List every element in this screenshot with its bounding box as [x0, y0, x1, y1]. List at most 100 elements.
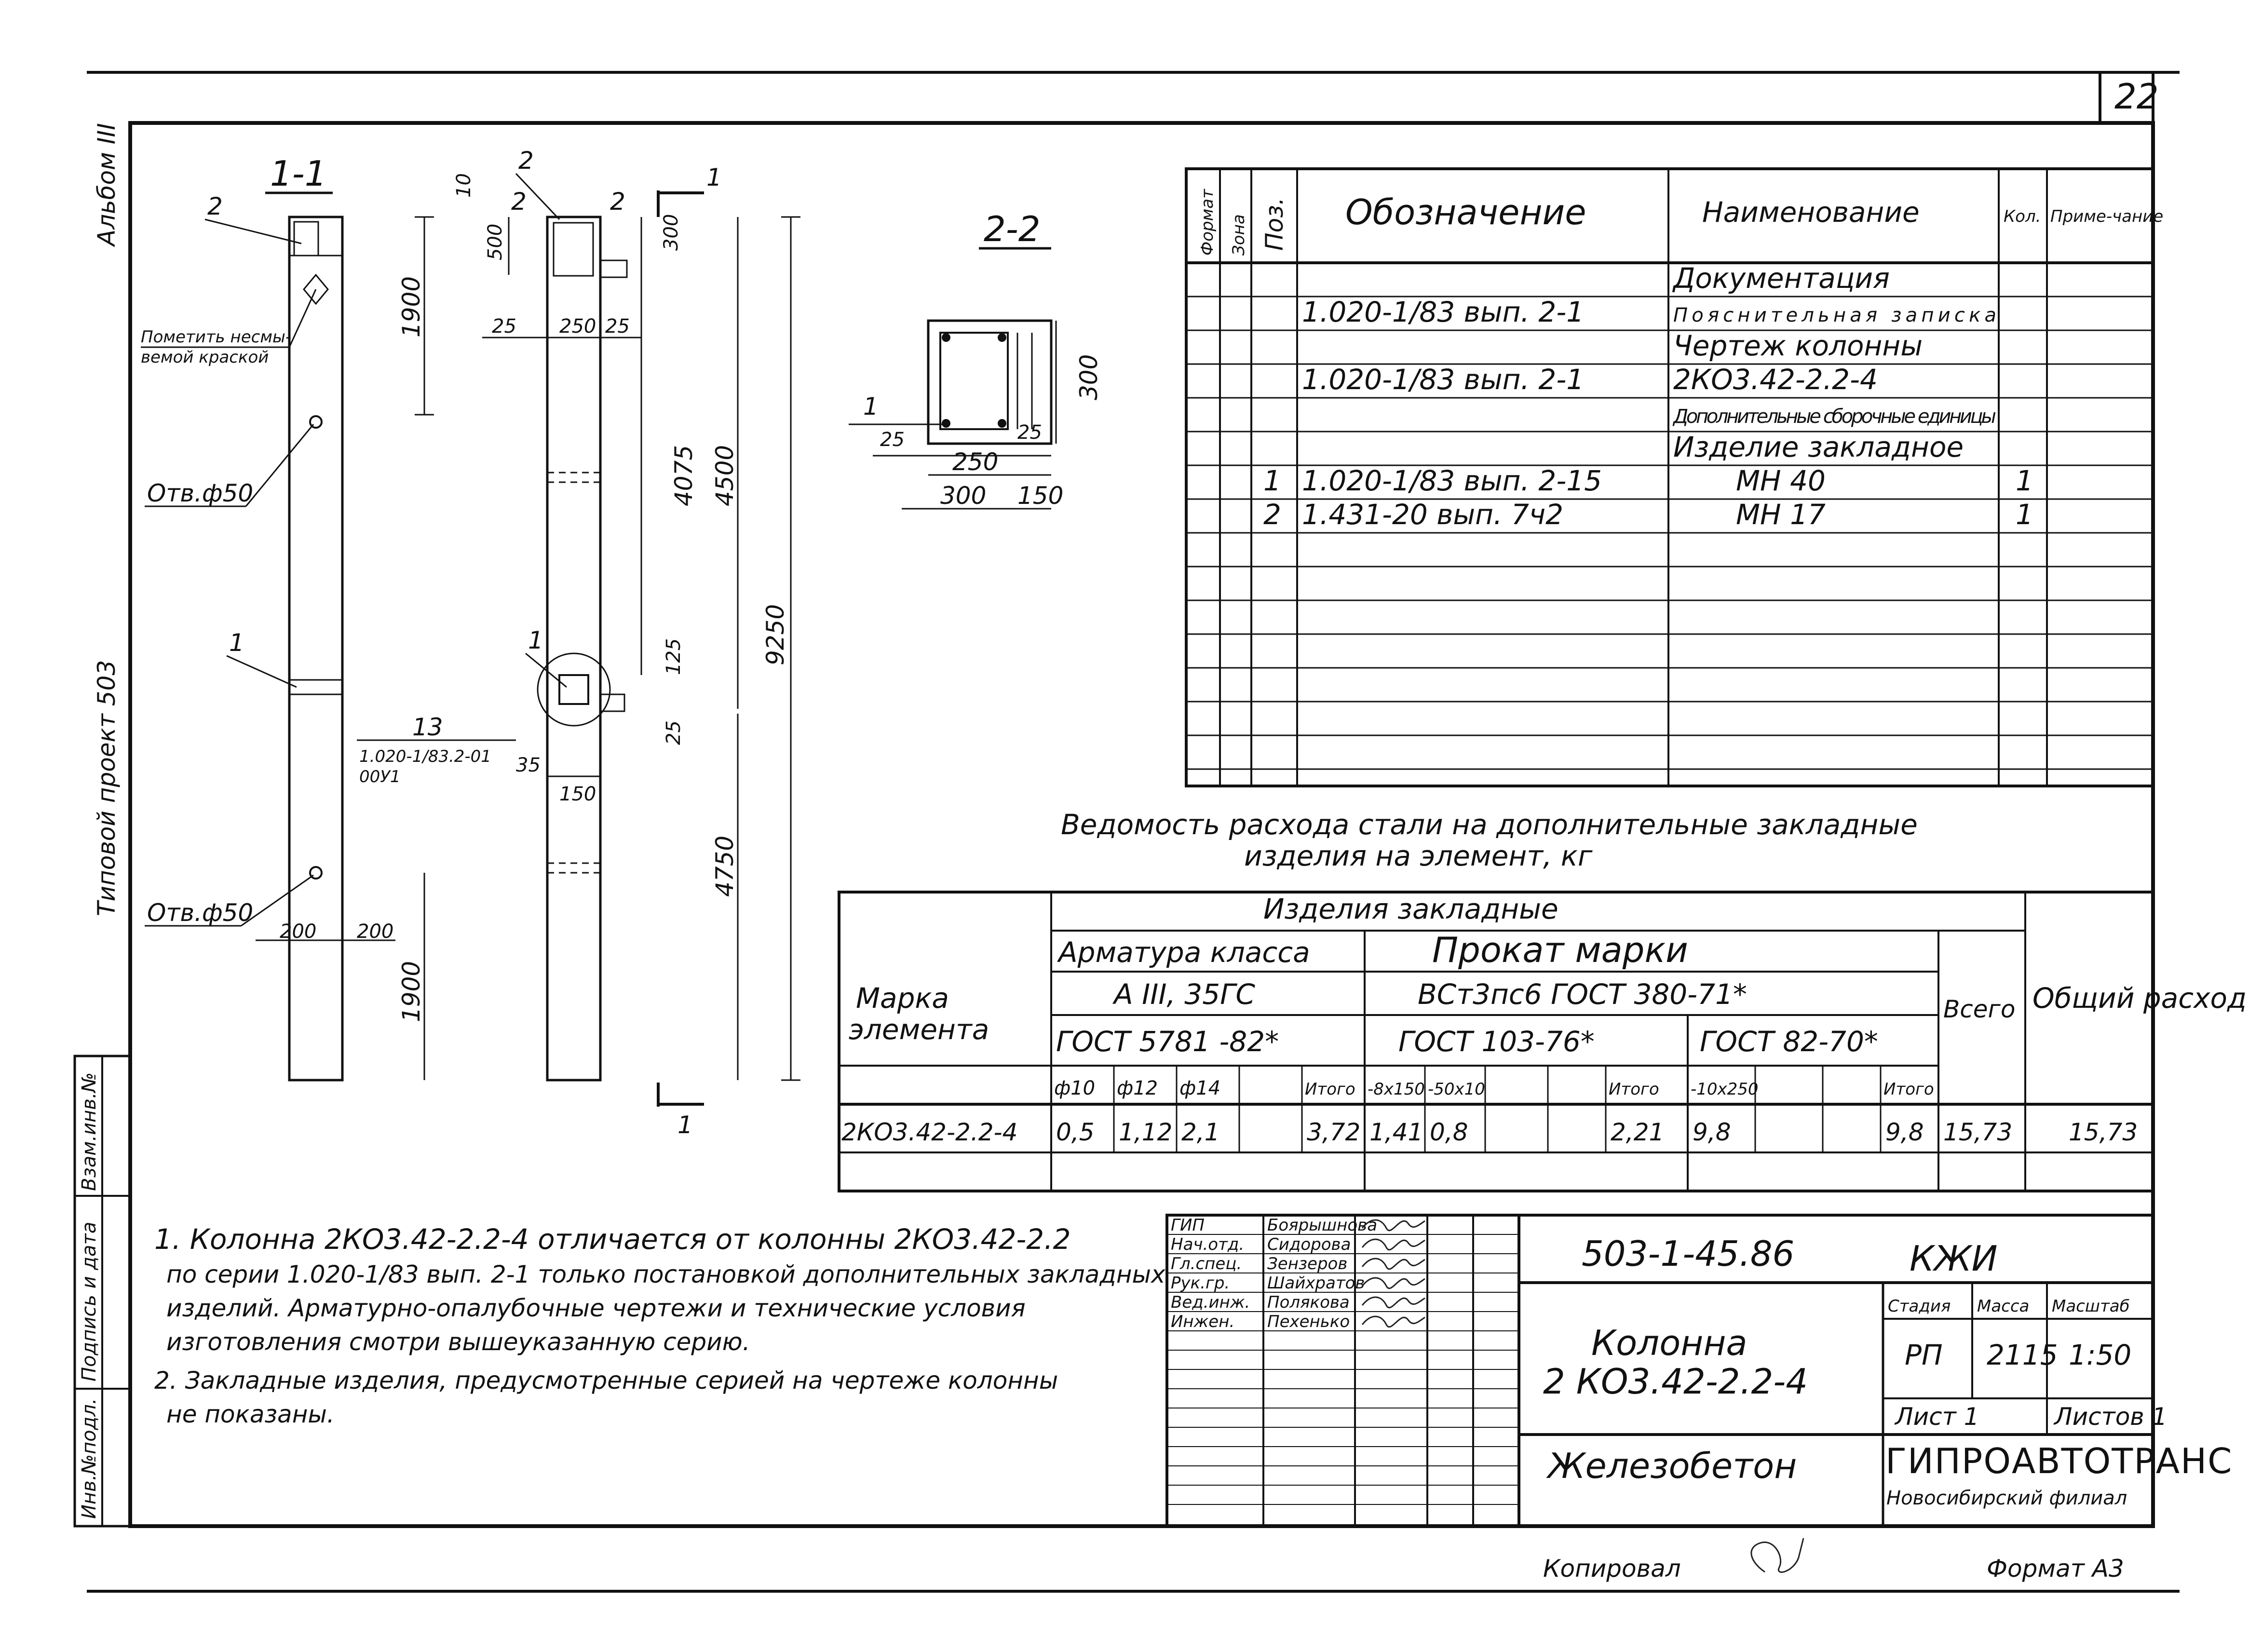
staff-name: Пехенько [1267, 1312, 1350, 1331]
callout-2-top: 2 [518, 147, 534, 175]
steel-row-value: 2,21 [1611, 1118, 1664, 1146]
note-line-5: 2. Закладные изделия, предусмотренные се… [154, 1367, 1058, 1395]
staff-row: Гл.спец.Зензеров [1171, 1254, 1425, 1273]
paint-note-line2: вемой краской [141, 348, 269, 367]
callout-2-left: 2 [207, 192, 223, 220]
note-line-4: изготовления смотри вышеуказанную серию. [166, 1328, 750, 1356]
staff-signature [1361, 1277, 1425, 1289]
steel-head-mark-1: Марка [856, 982, 949, 1015]
spec-row-designation: 1.020-1/83 вып. 2-1 [1302, 363, 1584, 396]
dim-1900-bottom: 1900 [397, 961, 425, 1022]
steel-row-value: 0,8 [1430, 1118, 1468, 1146]
staff-signature [1361, 1296, 1425, 1309]
steel-subcol-head: Итого [1883, 1080, 1934, 1099]
staff-signature [1361, 1315, 1425, 1328]
dim-25a: 25 [492, 315, 516, 338]
paint-note-line1: Пометить несмы- [141, 327, 291, 347]
s22-dim-150: 150 [1017, 482, 1063, 510]
side-stamp-inv: Инв.№подл. [78, 1398, 100, 1519]
cut-mark-bottom: 1 [677, 1111, 693, 1139]
dim-125: 125 [663, 638, 685, 675]
spec-row: Документация [1672, 262, 1890, 295]
dim-200b: 200 [357, 921, 393, 943]
hole-top-label: Отв.ф50 [147, 479, 253, 507]
steel-head-rebar-class: А III, 35ГС [1112, 978, 1255, 1011]
tb-material: Железобетон [1546, 1446, 1797, 1486]
spec-head-qty: Кол. [2004, 207, 2041, 226]
spec-row-pos: 1 [1263, 464, 1281, 497]
tb-stage-label: Стадия [1888, 1297, 1951, 1316]
staff-name: Зензеров [1267, 1254, 1347, 1273]
copier-signature [1750, 1538, 1804, 1573]
steel-title-line1: Ведомость расхода стали на дополнительны… [1061, 808, 1918, 841]
steel-table: Марка Изделия закладные Арматура класса … [838, 891, 2247, 1192]
tb-sheets: Листов 1 [2053, 1403, 2167, 1431]
steel-row-value: 9,8 [1693, 1118, 1731, 1146]
steel-row-value: 1,41 [1369, 1118, 1423, 1146]
spec-row-designation: 1.020-1/83 вып. 2-15 [1302, 464, 1602, 497]
steel-subcol-head: Итого [1305, 1080, 1355, 1099]
steel-subcol-head: Итого [1609, 1080, 1659, 1099]
staff-name: Боярышнова [1267, 1216, 1377, 1235]
steel-subcol-head: -50х10 [1428, 1080, 1485, 1099]
hole-bottom-label: Отв.ф50 [147, 899, 253, 927]
notes: 1. Колонна 2КО3.42-2.2-4 отличается от к… [154, 1223, 1165, 1428]
steel-row-value: 0,5 [1056, 1118, 1095, 1146]
steel-head-overall: Общий расход [2032, 982, 2247, 1015]
staff-name: Шайхратов [1267, 1273, 1365, 1293]
footer-format: Формат А3 [1987, 1555, 2124, 1583]
spec-row: Дополнительные сборочные единицы [1672, 406, 1996, 428]
staff-role: Инжен. [1171, 1312, 1234, 1331]
spec-row-name: Изделие закладное [1673, 431, 1964, 463]
steel-subcol-head: ф10 [1054, 1077, 1095, 1099]
spec-row-qty: 1 [2016, 464, 2033, 497]
staff-role: Нач.отд. [1171, 1235, 1244, 1254]
side-stamp-replace: Взам.инв.№ [78, 1072, 100, 1191]
spec-head-zone: Зона [1229, 214, 1248, 256]
section-2-2-label: 2-2 [984, 209, 1041, 249]
spec-head-name: Наименование [1702, 196, 1920, 229]
steel-row-value: 3,72 [1307, 1118, 1360, 1146]
s22-callout-1: 1 [863, 393, 879, 420]
tb-code: 503-1-45.86 [1582, 1233, 1794, 1274]
s22-dim-25b: 25 [1017, 421, 1042, 444]
tb-branch: Новосибирский филиал [1886, 1487, 2127, 1509]
dim-150: 150 [559, 783, 596, 805]
tb-title-line2: 2 КО3.42-2.2-4 [1543, 1361, 1808, 1402]
steel-head-gost103: ГОСТ 103-76* [1398, 1025, 1595, 1058]
steel-row-total: 15,73 [1943, 1118, 2012, 1146]
steel-head-total: Всего [1943, 995, 2015, 1023]
spec-row-designation: 1.020-1/83 вып. 2-1 [1302, 296, 1584, 328]
dim-25b: 25 [605, 315, 630, 338]
tb-mass-label: Масса [1977, 1297, 2029, 1316]
page-number: 22 [2114, 76, 2159, 117]
spec-table: Формат Зона Поз. Обозначение Наименовани… [1185, 167, 2163, 787]
steel-subcol-head: -8х150 [1368, 1080, 1425, 1099]
steel-head-rolled: Прокат марки [1432, 930, 1688, 970]
steel-row-value: 9,8 [1885, 1118, 1924, 1146]
dim-9250: 9250 [761, 604, 789, 665]
steel-row-overall: 15,73 [2069, 1118, 2138, 1146]
tb-scale: 1:50 [2069, 1339, 2131, 1371]
staff-signature [1361, 1258, 1425, 1270]
callout-1-mid: 1 [528, 626, 543, 654]
sheet-frame [87, 71, 2180, 1593]
steel-title-line2: изделия на элемент, кг [1244, 840, 1593, 872]
staff-role: Рук.гр. [1171, 1273, 1230, 1293]
ref-13: 13 [412, 713, 443, 741]
staff-row: Вед.инж.Полякова [1171, 1293, 1425, 1312]
tb-sheet: Лист 1 [1894, 1403, 1979, 1431]
spec-head-format: Формат [1198, 189, 1217, 256]
spec-row-qty: 1 [2016, 498, 2033, 531]
column-drawing: 1-1 2-2 2 2 2 2 1 1 Поме [141, 147, 1103, 1139]
steel-head-rolled-grade: ВСт3пс6 ГОСТ 380-71* [1418, 978, 1747, 1011]
steel-row-value: 2,1 [1181, 1118, 1220, 1146]
tb-title-line1: Колонна [1591, 1323, 1748, 1363]
dim-300: 300 [660, 214, 682, 251]
spec-row-pos: 2 [1263, 498, 1281, 531]
